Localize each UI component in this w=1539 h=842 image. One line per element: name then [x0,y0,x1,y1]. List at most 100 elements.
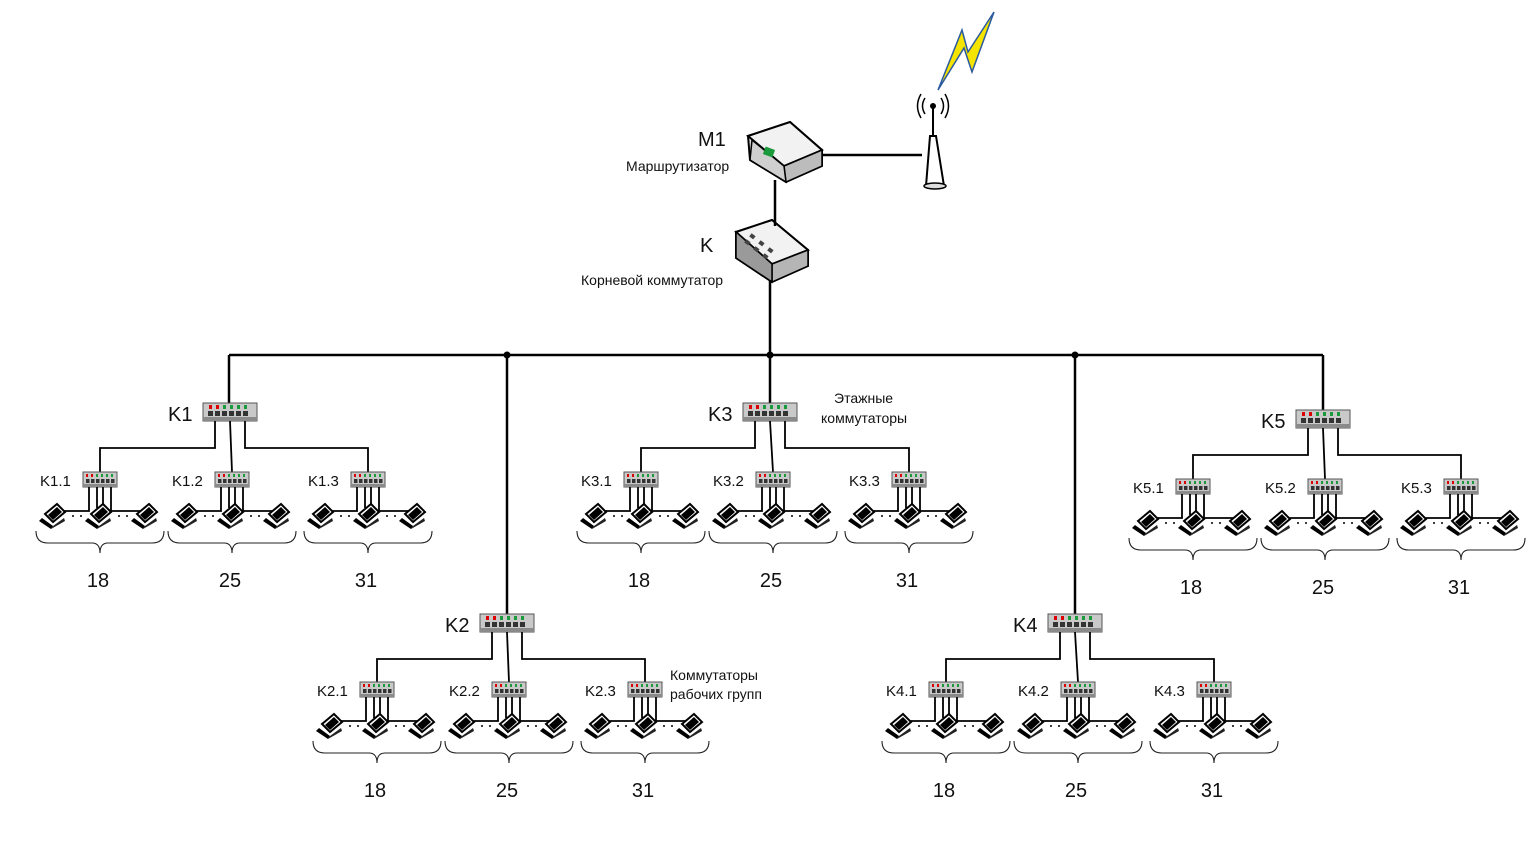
computer-count: 31 [632,780,654,802]
computer-icon [847,503,875,530]
computer-icon [1263,510,1291,537]
root-switch [734,218,810,284]
workgroup-switch-label: K3.3 [849,473,880,490]
computer-icon [675,713,703,740]
router-name: M1 [698,129,726,151]
switch-icon [891,471,927,488]
workgroup-k4-1: K4.118 [881,681,1011,802]
brace [580,740,710,764]
computer-count: 31 [355,570,377,592]
computer-count: 25 [219,570,241,592]
workgroup-k2-3: K2.3 31 [580,681,710,802]
computer-icon [579,503,607,530]
computer-icon [407,713,435,740]
switch-icon [491,681,527,698]
workgroup-k5-3: K5.3 31 [1396,478,1526,599]
workgroup-switch-label: K1.2 [172,473,203,490]
computer-icon [1491,510,1519,537]
computer-icon [130,503,158,530]
switch-icon [82,471,118,488]
brace [444,740,574,764]
computer-icon [306,503,334,530]
computer-icon [671,503,699,530]
computer-icon [1016,713,1044,740]
computer-icon [262,503,290,530]
lightning-icon [937,11,995,91]
workgroup-switch-label: K4.2 [1018,683,1049,700]
floor-switch-label: K1 [168,404,192,426]
computer-icon [539,713,567,740]
computer-icon [1131,510,1159,537]
workgroup-k1-2: K1.2 25 [167,471,297,592]
switch-icon [359,681,395,698]
computer-icon [315,713,343,740]
brace [312,740,442,764]
workgroup-switch-label: K4.3 [1154,683,1185,700]
computer-icon [583,713,611,740]
computer-count: 25 [760,570,782,592]
switch-icon [755,471,791,488]
backbone-wires [227,153,1325,614]
brace [844,530,974,554]
workgroup-switch-label: K2.3 [585,683,616,700]
switch-icon [623,471,659,488]
workgroup-k3-2: K3.2 25 [708,471,838,592]
router [745,120,824,184]
brace [576,530,706,554]
computer-icon [38,503,66,530]
switch-icon [479,613,535,633]
switch-icon [1196,681,1232,698]
workgroup-switch-label: K2.1 [317,683,348,700]
switch-icon [928,681,964,698]
computer-icon [711,503,739,530]
switch-icon [627,681,663,698]
computer-icon [1152,713,1180,740]
workgroup-k3-1: K3.118 [576,471,706,592]
workgroup-k5-2: K5.225 [1260,478,1390,599]
computer-count: 18 [87,570,109,592]
switch-icon [1175,478,1211,495]
floor-switch-label: K4 [1013,615,1037,637]
workgroup-switch-label: K1.1 [40,473,71,490]
computer-icon [1244,713,1272,740]
workgroup-k1-1: K1.1 18 [35,471,165,592]
brace [1013,740,1143,764]
brace [303,530,433,554]
computer-count: 18 [933,780,955,802]
computer-icon [447,713,475,740]
workgroup-switch-label: K1.3 [308,473,339,490]
brace [881,740,1011,764]
brace [1396,537,1526,561]
workgroup-switch-label: K2.2 [449,683,480,700]
switch-icon [1307,478,1343,495]
computer-icon [1108,713,1136,740]
brace [1149,740,1279,764]
computer-count: 31 [1448,577,1470,599]
computer-count: 31 [1201,780,1223,802]
computer-icon [1399,510,1427,537]
workgroup-k1-3: K1.3 31 [303,471,433,592]
computer-count: 25 [1312,577,1334,599]
computer-icon [976,713,1004,740]
brace [167,530,297,554]
computer-icon [1355,510,1383,537]
floor-switch-label: K5 [1261,411,1285,433]
computer-icon [398,503,426,530]
switch-icon [214,471,250,488]
workgroup-switch-label: K5.3 [1401,480,1432,497]
workgroup-switch-label: K3.1 [581,473,612,490]
brace [35,530,165,554]
switch-icon [202,402,258,422]
computer-icon [803,503,831,530]
workgroup-k5-1: K5.118 [1128,478,1258,599]
floor-switch-label: K3 [708,404,732,426]
workgroup-k3-3: K3.331 [844,471,974,592]
computer-icon [884,713,912,740]
switch-icon [742,402,798,422]
workgroup-switch-label: K3.2 [713,473,744,490]
